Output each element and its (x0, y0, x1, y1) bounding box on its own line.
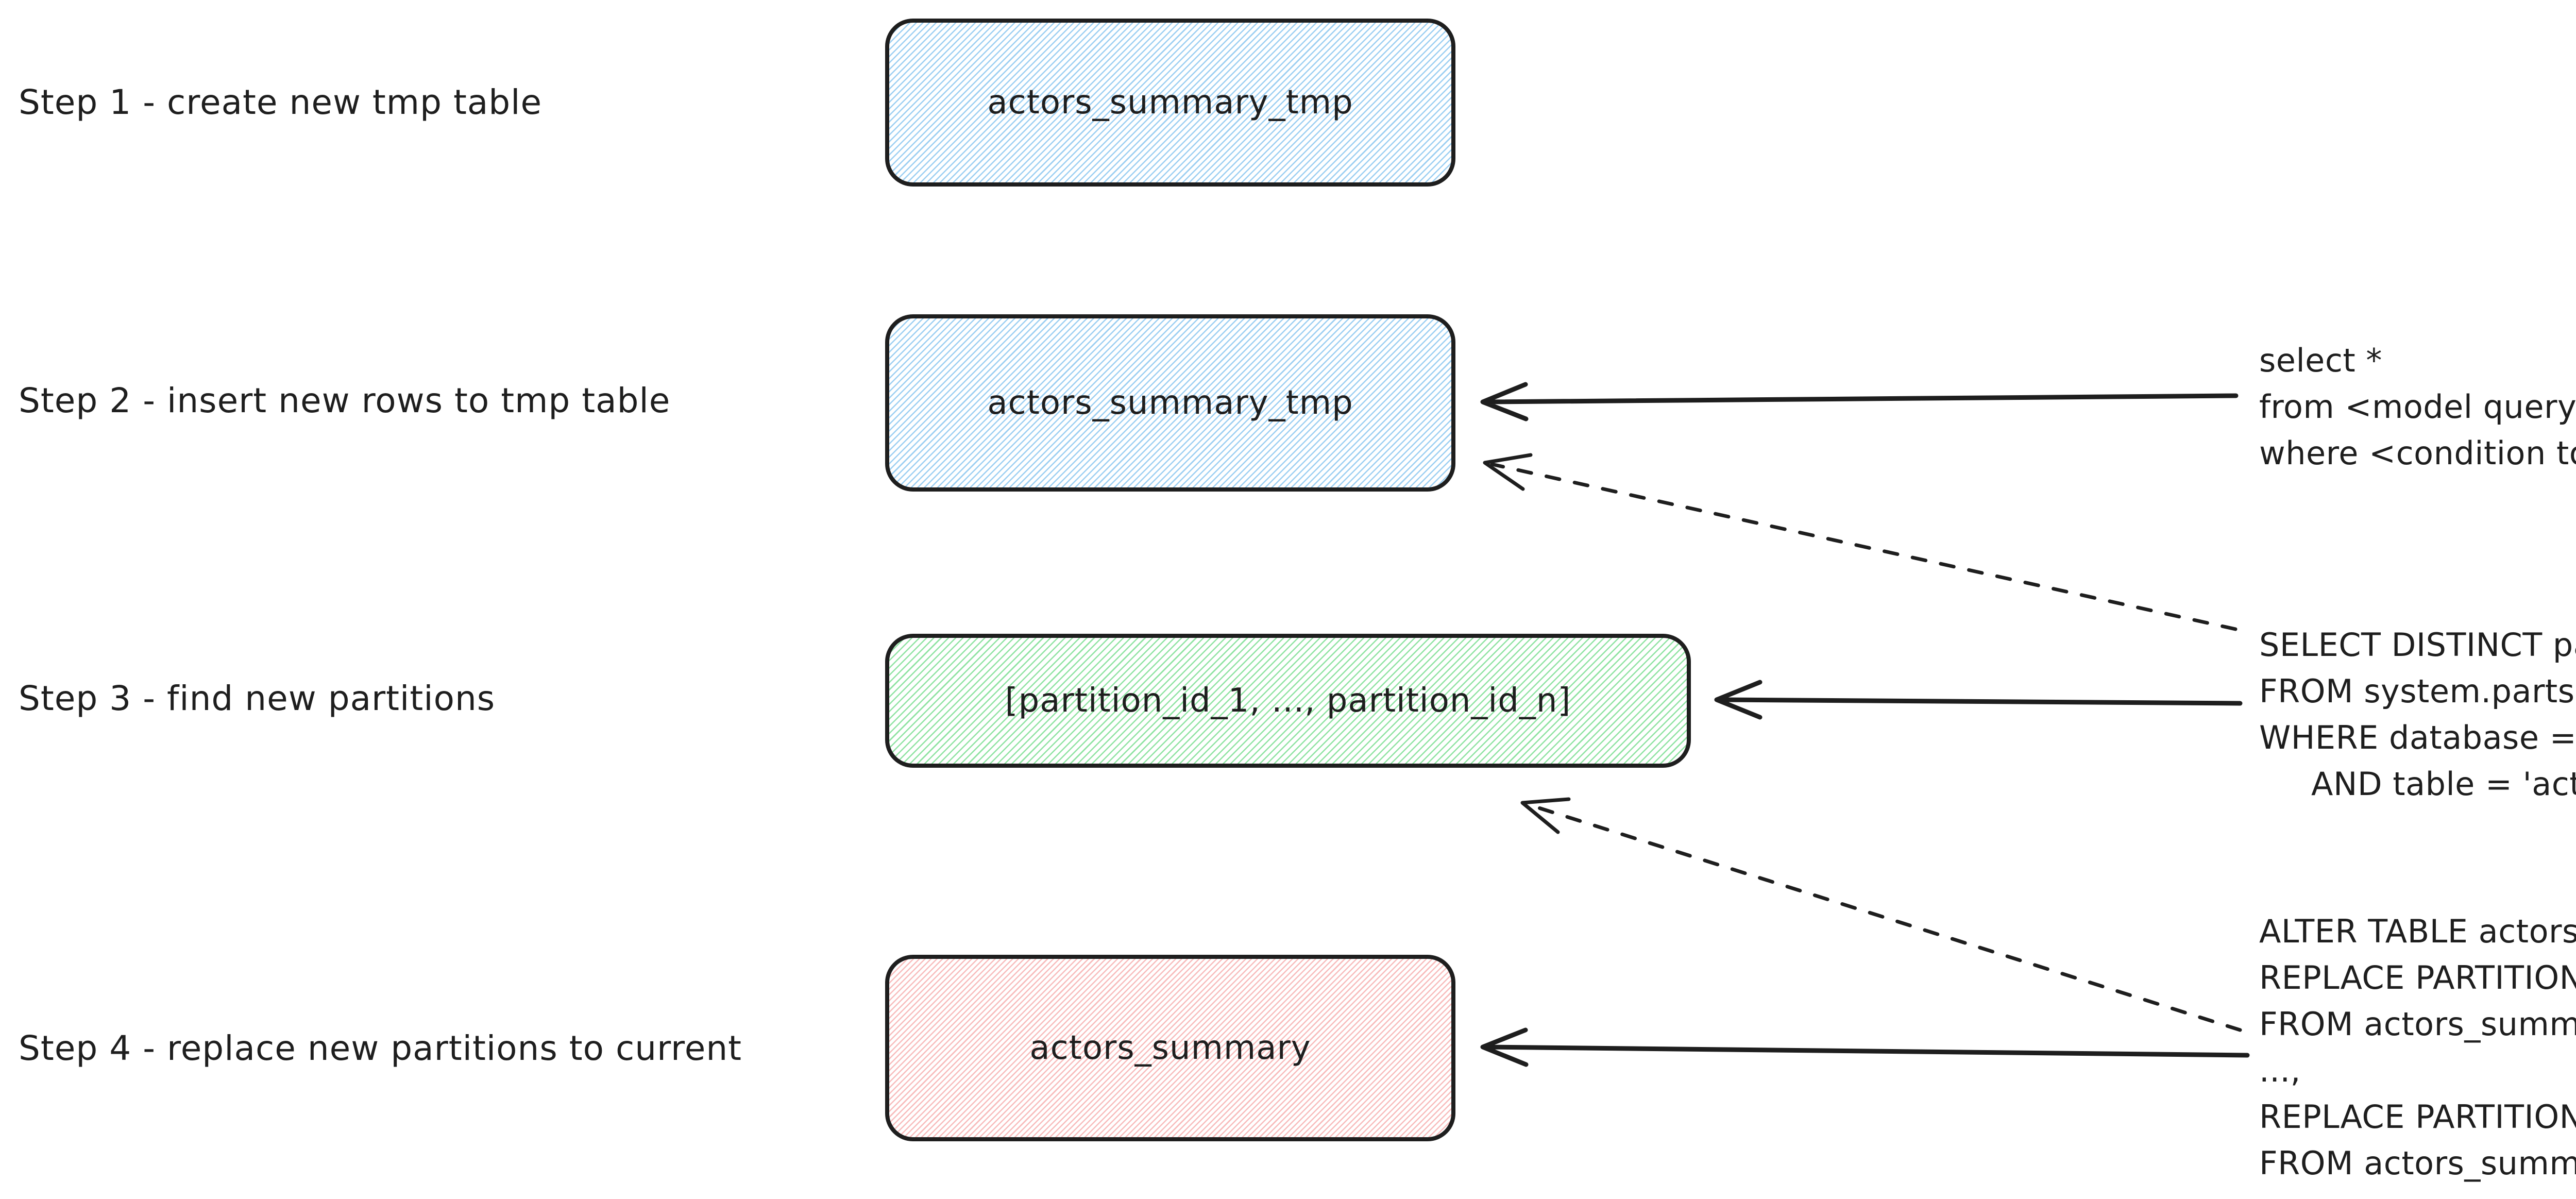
step-2-box-label: actors_summary_tmp (987, 384, 1353, 422)
sql-line: FROM actors_summary_tmp, (2259, 1005, 2576, 1043)
sql-line: ALTER TABLE actors_summary (2259, 913, 2576, 950)
dashed-arrow-step3-sql-to-step2-box (1490, 462, 2238, 631)
arrow-step2-sql-to-step2-box (1480, 382, 2239, 421)
step-3-box-label: [partition_id_1, ..., partition_id_n] (1005, 682, 1571, 720)
sql-line: REPLACE PARTITION partition_id_n (2259, 1098, 2576, 1136)
sql-line: select * (2259, 342, 2382, 379)
step-4-sql: ALTER TABLE actors_summary REPLACE PARTI… (2259, 908, 2576, 1187)
step-2-sql: select * from <model query> where <condi… (2259, 337, 2576, 477)
sql-line: SELECT DISTINCT partition_id (2259, 626, 2576, 664)
step-2-label: Step 2 - insert new rows to tmp table (19, 381, 671, 420)
dashed-arrowhead-step3-box (1520, 797, 1571, 834)
step-4-box: actors_summary (885, 955, 1455, 1141)
sql-line: AND table = 'actors_summary_tmp' (2311, 765, 2576, 803)
sql-line: FROM system.parts (2259, 672, 2575, 710)
arrow-step3-sql-to-step3-box (1714, 680, 2243, 720)
sql-line: where <condition to identify new> (2259, 434, 2576, 472)
sql-line: REPLACE PARTITION partition_id_1 (2259, 959, 2576, 997)
dashed-arrowhead-step2-box (1483, 453, 1533, 491)
step-1-box-label: actors_summary_tmp (987, 83, 1353, 122)
step-4-box-label: actors_summary (1029, 1029, 1311, 1067)
step-1-label: Step 1 - create new tmp table (19, 82, 543, 122)
sql-line: ..., (2259, 1052, 2301, 1089)
step-4-label: Step 4 - replace new partitions to curre… (19, 1028, 742, 1068)
step-3-sql: SELECT DISTINCT partition_id FROM system… (2259, 622, 2576, 807)
step-2-box: actors_summary_tmp (885, 314, 1455, 492)
arrow-step4-sql-to-step4-box (1480, 1027, 2250, 1067)
step-3-label: Step 3 - find new partitions (19, 679, 496, 718)
sql-line: FROM actors_summary_tmp, (2259, 1144, 2576, 1182)
sql-line: WHERE database = <database> (2259, 719, 2576, 756)
step-3-box: [partition_id_1, ..., partition_id_n] (885, 634, 1691, 768)
dashed-arrow-step4-sql-to-step3-box (1527, 803, 2242, 1032)
sql-line: from <model query> (2259, 388, 2576, 426)
step-1-box: actors_summary_tmp (885, 19, 1455, 187)
